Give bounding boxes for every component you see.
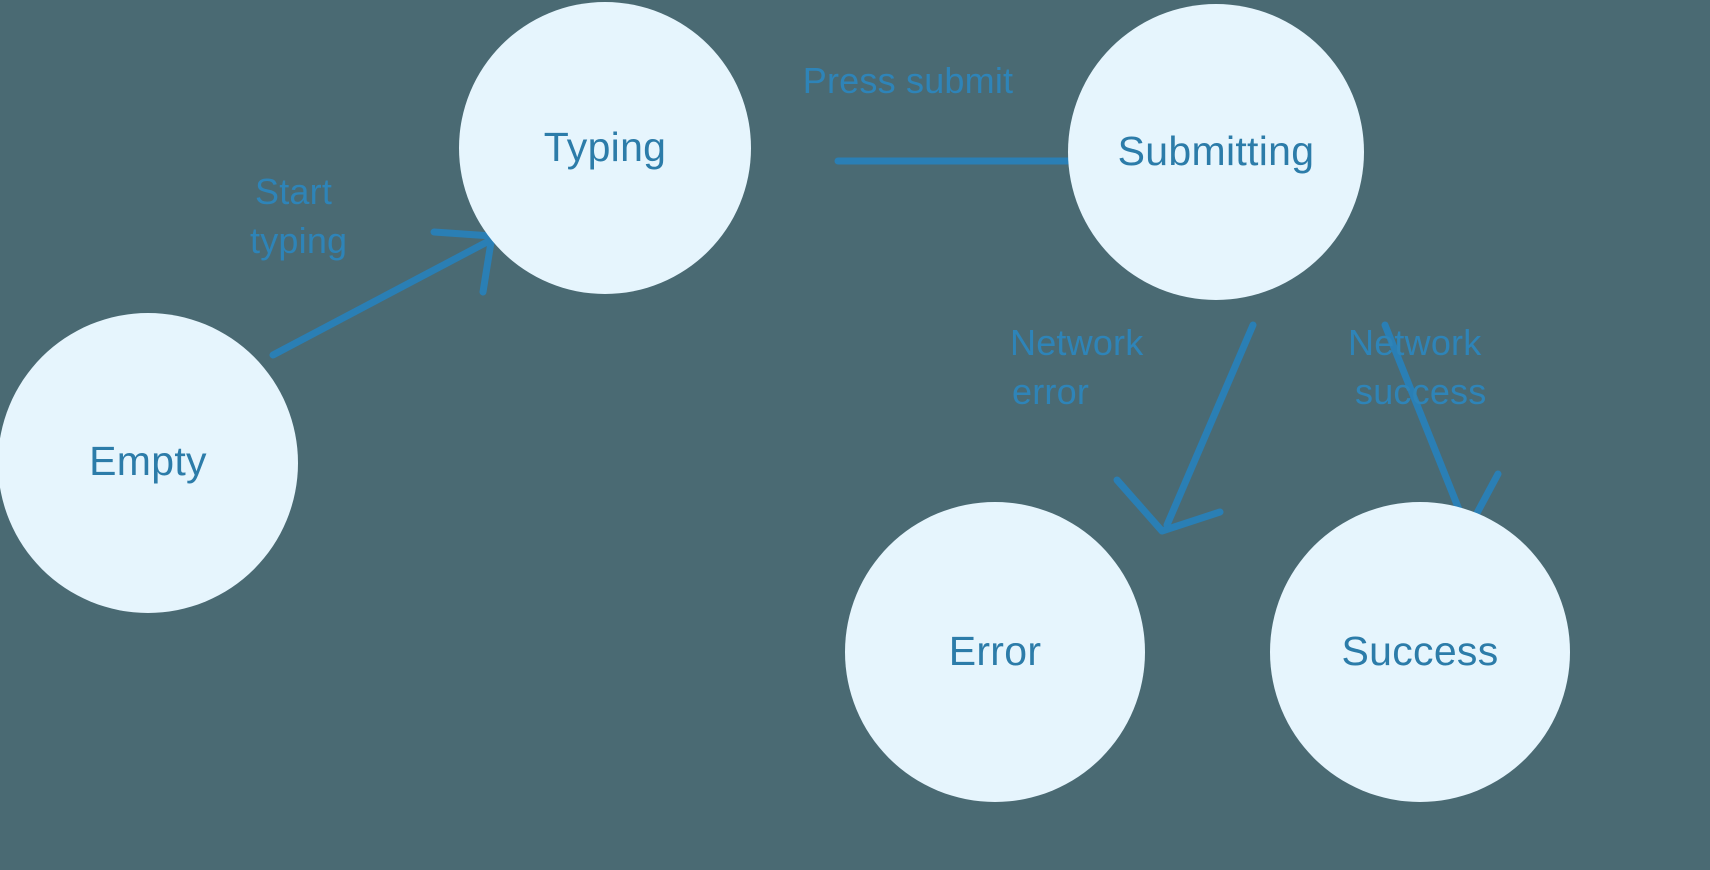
node-error-label: Error (949, 628, 1042, 674)
node-empty[interactable]: Empty (0, 313, 298, 613)
edge-label-submitting-to-error: Network error (1010, 322, 1154, 412)
edge-label-submitting-to-success: Network success (1348, 322, 1492, 412)
edge-empty-to-typing[interactable]: Start typing (250, 171, 496, 359)
node-typing-label: Typing (544, 124, 667, 170)
node-submitting-circle (1068, 4, 1364, 300)
edge-line-submitting-to-success (1381, 321, 1468, 526)
edge-line-submitting-to-error (1163, 321, 1257, 529)
node-typing-circle (459, 2, 751, 294)
node-typing[interactable]: Typing (459, 2, 751, 294)
edge-submitting-to-error[interactable]: Network error (1010, 321, 1257, 535)
edge-submitting-to-success[interactable]: Network success (1348, 321, 1502, 532)
node-success[interactable]: Success (1270, 502, 1570, 802)
node-success-label: Success (1341, 628, 1498, 674)
node-error-circle (845, 502, 1145, 802)
edge-typing-to-submitting[interactable]: Press submit (803, 60, 1145, 201)
edge-line-empty-to-typing (269, 238, 491, 359)
node-submitting[interactable]: Submitting (1068, 4, 1364, 300)
node-empty-label: Empty (89, 438, 207, 484)
node-error[interactable]: Error (845, 502, 1145, 802)
edge-label-empty-to-typing: Start typing (250, 171, 347, 261)
arrowhead-submitting-to-error (1113, 476, 1224, 535)
node-success-circle (1270, 502, 1570, 802)
node-empty-circle (0, 313, 298, 613)
node-submitting-label: Submitting (1118, 128, 1315, 174)
edge-label-typing-to-submitting: Press submit (803, 60, 1013, 101)
